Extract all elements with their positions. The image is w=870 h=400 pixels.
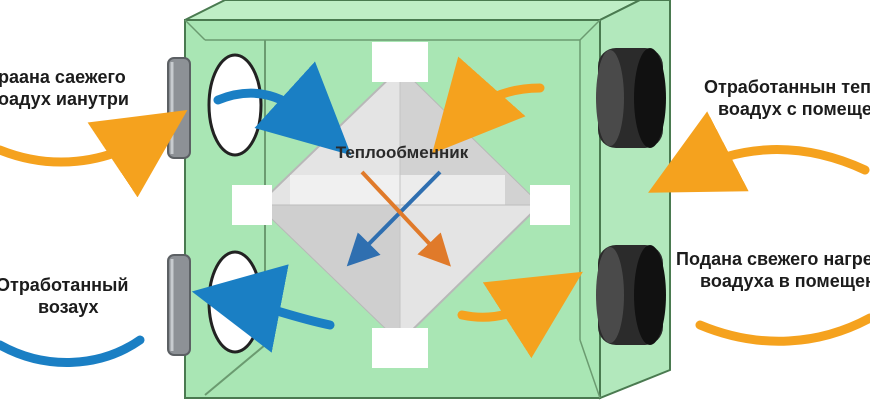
fan-port-icon (596, 48, 666, 148)
airflow-arrow-icon (213, 61, 352, 156)
airflow-arrow-icon (0, 110, 188, 198)
heat-exchanger-label: Теплообменник (335, 143, 469, 162)
label-exhaust-out-1: Отработанный (0, 275, 129, 295)
round-port-icon (167, 254, 191, 356)
label-exhaust-in-2: воадух с помеще (718, 99, 870, 119)
round-port-icon (167, 57, 191, 159)
airflow-arrow-icon (695, 313, 870, 346)
label-fresh-inlet-2: оадух ианутри (0, 89, 129, 109)
fan-port-icon (596, 245, 666, 345)
airflow-arrow-icon (648, 111, 870, 193)
label-supply-out-2: воадуха в помещени (700, 271, 870, 291)
airflow-arrow-icon (0, 335, 145, 367)
airflow-arrow-icon (191, 264, 335, 353)
warm-cross-arrow (360, 170, 451, 267)
label-exhaust-in-1: Отработаннын теп (704, 77, 870, 97)
airflow-arrow-icon (457, 271, 583, 359)
label-exhaust-out-2: возаух (38, 297, 99, 317)
box-top-face (184, 0, 641, 21)
airflow-arrow-icon (432, 56, 545, 154)
label-fresh-inlet-1: раана саежего (0, 67, 126, 87)
label-supply-out-1: Подана свежего нагрет (676, 249, 870, 269)
